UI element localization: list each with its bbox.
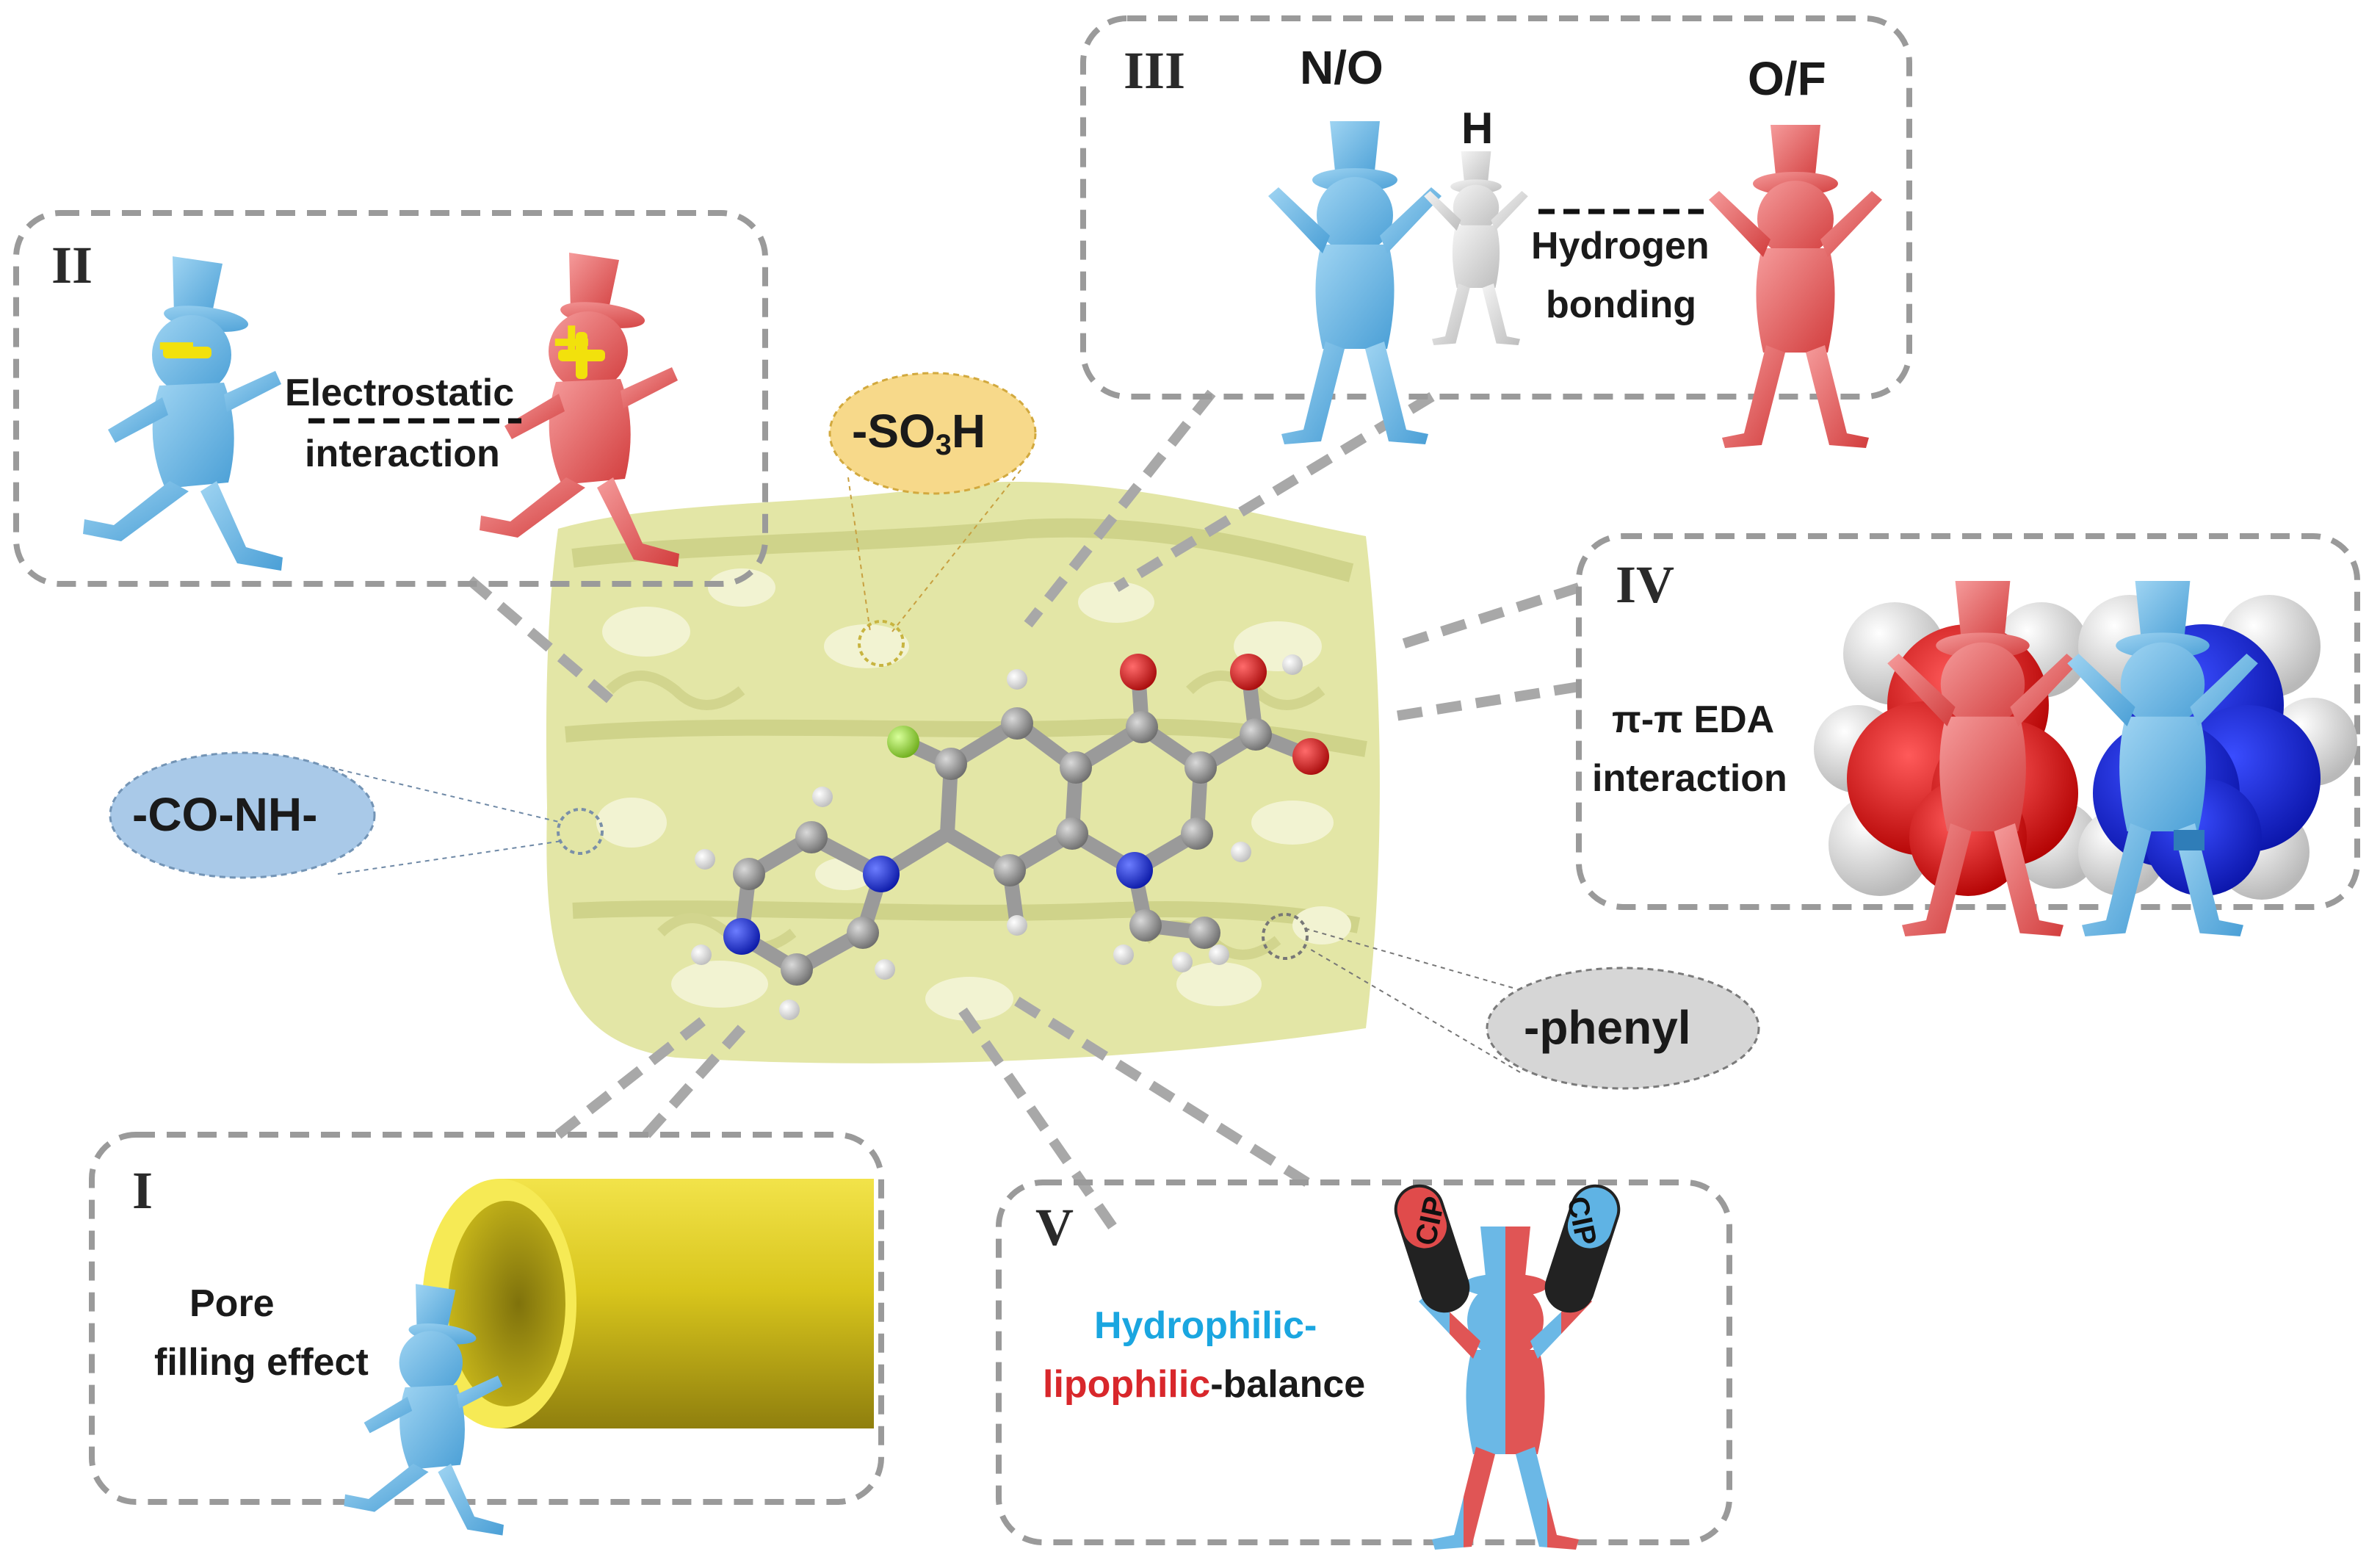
sulfo-subscript: 3 <box>935 428 952 461</box>
panel-v-art <box>1394 1184 1621 1550</box>
ciprofloxacin-molecule <box>691 654 1329 1020</box>
lipophilic-word: lipophilic <box>1043 1363 1211 1406</box>
negative-figure <box>83 256 283 571</box>
panel-iii-art <box>1268 121 1882 448</box>
hlb-line-1: Hydrophilic- <box>1094 1304 1317 1348</box>
panel-ii-numeral: II <box>51 236 93 295</box>
panel-i-art <box>344 1179 874 1536</box>
electrostatic-label: Electrostatic <box>285 372 515 414</box>
hydrogen-atom-label: H <box>1461 104 1494 153</box>
negative-charge-sign: − <box>157 309 196 383</box>
panel-connectors <box>466 389 1581 1229</box>
cip-pill-right <box>1544 1184 1621 1313</box>
bonding-label: bonding <box>1546 283 1697 326</box>
hydrophilic-word: Hydrophilic <box>1094 1304 1305 1347</box>
sulfo-prefix: -SO <box>852 405 936 458</box>
panel-ii-art <box>83 253 679 571</box>
filling-effect-label: filling effect <box>154 1341 369 1384</box>
pi-pi-eda-label: π-π EDA <box>1612 698 1775 741</box>
hlb-line-2: lipophilic-balance <box>1043 1362 1365 1406</box>
cip-pill-left <box>1394 1184 1470 1313</box>
pore-label: Pore <box>189 1282 275 1325</box>
eda-interaction-label: interaction <box>1592 757 1787 800</box>
hydrogen-label: Hydrogen <box>1531 225 1710 267</box>
panel-iv-numeral: IV <box>1616 555 1675 614</box>
acceptor-atom-label: O/F <box>1748 52 1826 105</box>
panel-iii-numeral: III <box>1124 41 1186 100</box>
panel-v-numeral: V <box>1035 1198 1074 1257</box>
plus-marker <box>576 332 587 379</box>
panel-iv-art <box>1814 581 2357 936</box>
hydrophilic-dash: - <box>1304 1304 1317 1347</box>
amide-label: -CO-NH- <box>132 788 318 841</box>
balance-word: -balance <box>1210 1363 1366 1406</box>
sulfo-suffix: H <box>951 405 986 458</box>
sulfonic-acid-label: -SO3H <box>852 404 985 462</box>
panel-i-numeral: I <box>132 1161 153 1220</box>
positive-charge-sign: + <box>552 306 591 379</box>
minus-marker <box>163 347 211 358</box>
donor-atom-label: N/O <box>1300 41 1383 94</box>
phenyl-label: -phenyl <box>1524 1001 1691 1054</box>
electrostatic-interaction-label: interaction <box>305 433 500 475</box>
panel-borders <box>13 15 2360 1545</box>
label-bubbles <box>109 372 1760 1090</box>
